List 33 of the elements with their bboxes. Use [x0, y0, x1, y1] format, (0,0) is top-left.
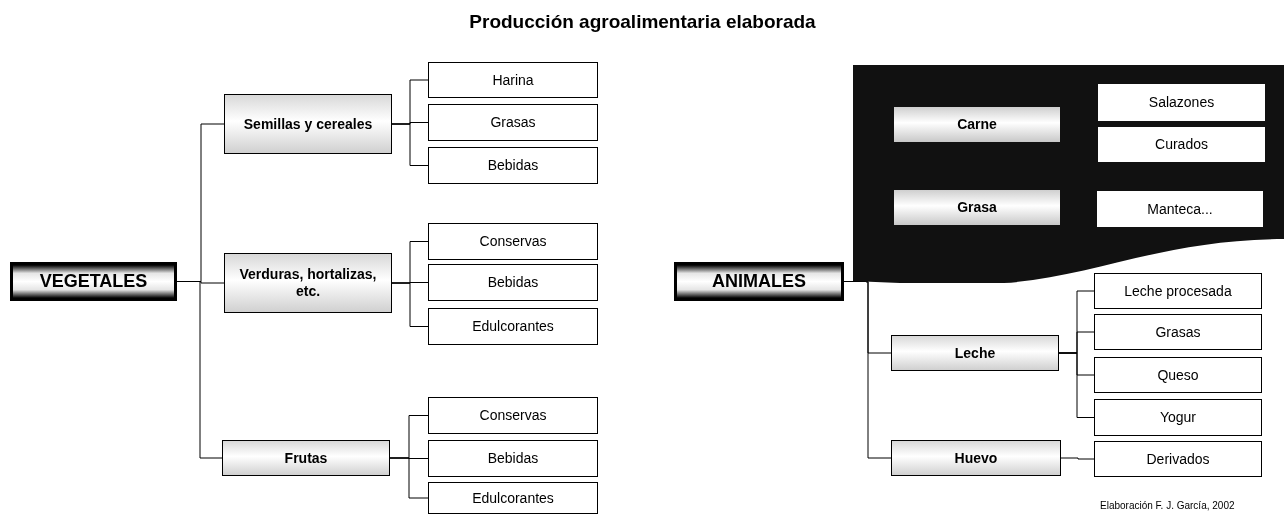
connector-line	[391, 282, 429, 327]
item-box: Grasas	[428, 104, 598, 141]
group-box: Huevo	[891, 440, 1061, 476]
item-box: Conservas	[428, 397, 598, 434]
item-box: Conservas	[428, 223, 598, 260]
credit-note: Elaboración F. J. García, 2002	[1100, 499, 1235, 513]
item-box: Edulcorantes	[428, 308, 598, 345]
group-box: Leche	[891, 335, 1059, 371]
group-box: Grasa	[894, 190, 1060, 225]
item-box: Yogur	[1094, 399, 1262, 436]
item-box: Bebidas	[428, 264, 598, 301]
item-box: Bebidas	[428, 147, 598, 184]
connector-line	[389, 457, 429, 499]
category-box: ANIMALES	[674, 262, 844, 301]
item-box: Leche procesada	[1094, 273, 1262, 309]
connector-line	[1060, 457, 1095, 460]
item-box: Bebidas	[428, 440, 598, 477]
item-box: Manteca...	[1097, 191, 1263, 227]
item-box: Edulcorantes	[428, 482, 598, 514]
connector-line	[1058, 352, 1095, 418]
group-box: Semillas y cereales	[224, 94, 392, 154]
item-box: Grasas	[1094, 314, 1262, 350]
connector-line	[391, 123, 429, 166]
item-box: Curados	[1098, 127, 1265, 162]
item-box: Queso	[1094, 357, 1262, 393]
group-box: Verduras, hortalizas, etc.	[224, 253, 392, 313]
category-box: VEGETALES	[10, 262, 177, 301]
group-box: Frutas	[222, 440, 390, 476]
title: Producción agroalimentaria elaborada	[468, 10, 817, 34]
item-box: Harina	[428, 62, 598, 98]
item-box: Derivados	[1094, 441, 1262, 477]
group-box: Carne	[894, 107, 1060, 142]
item-box: Salazones	[1098, 84, 1265, 121]
